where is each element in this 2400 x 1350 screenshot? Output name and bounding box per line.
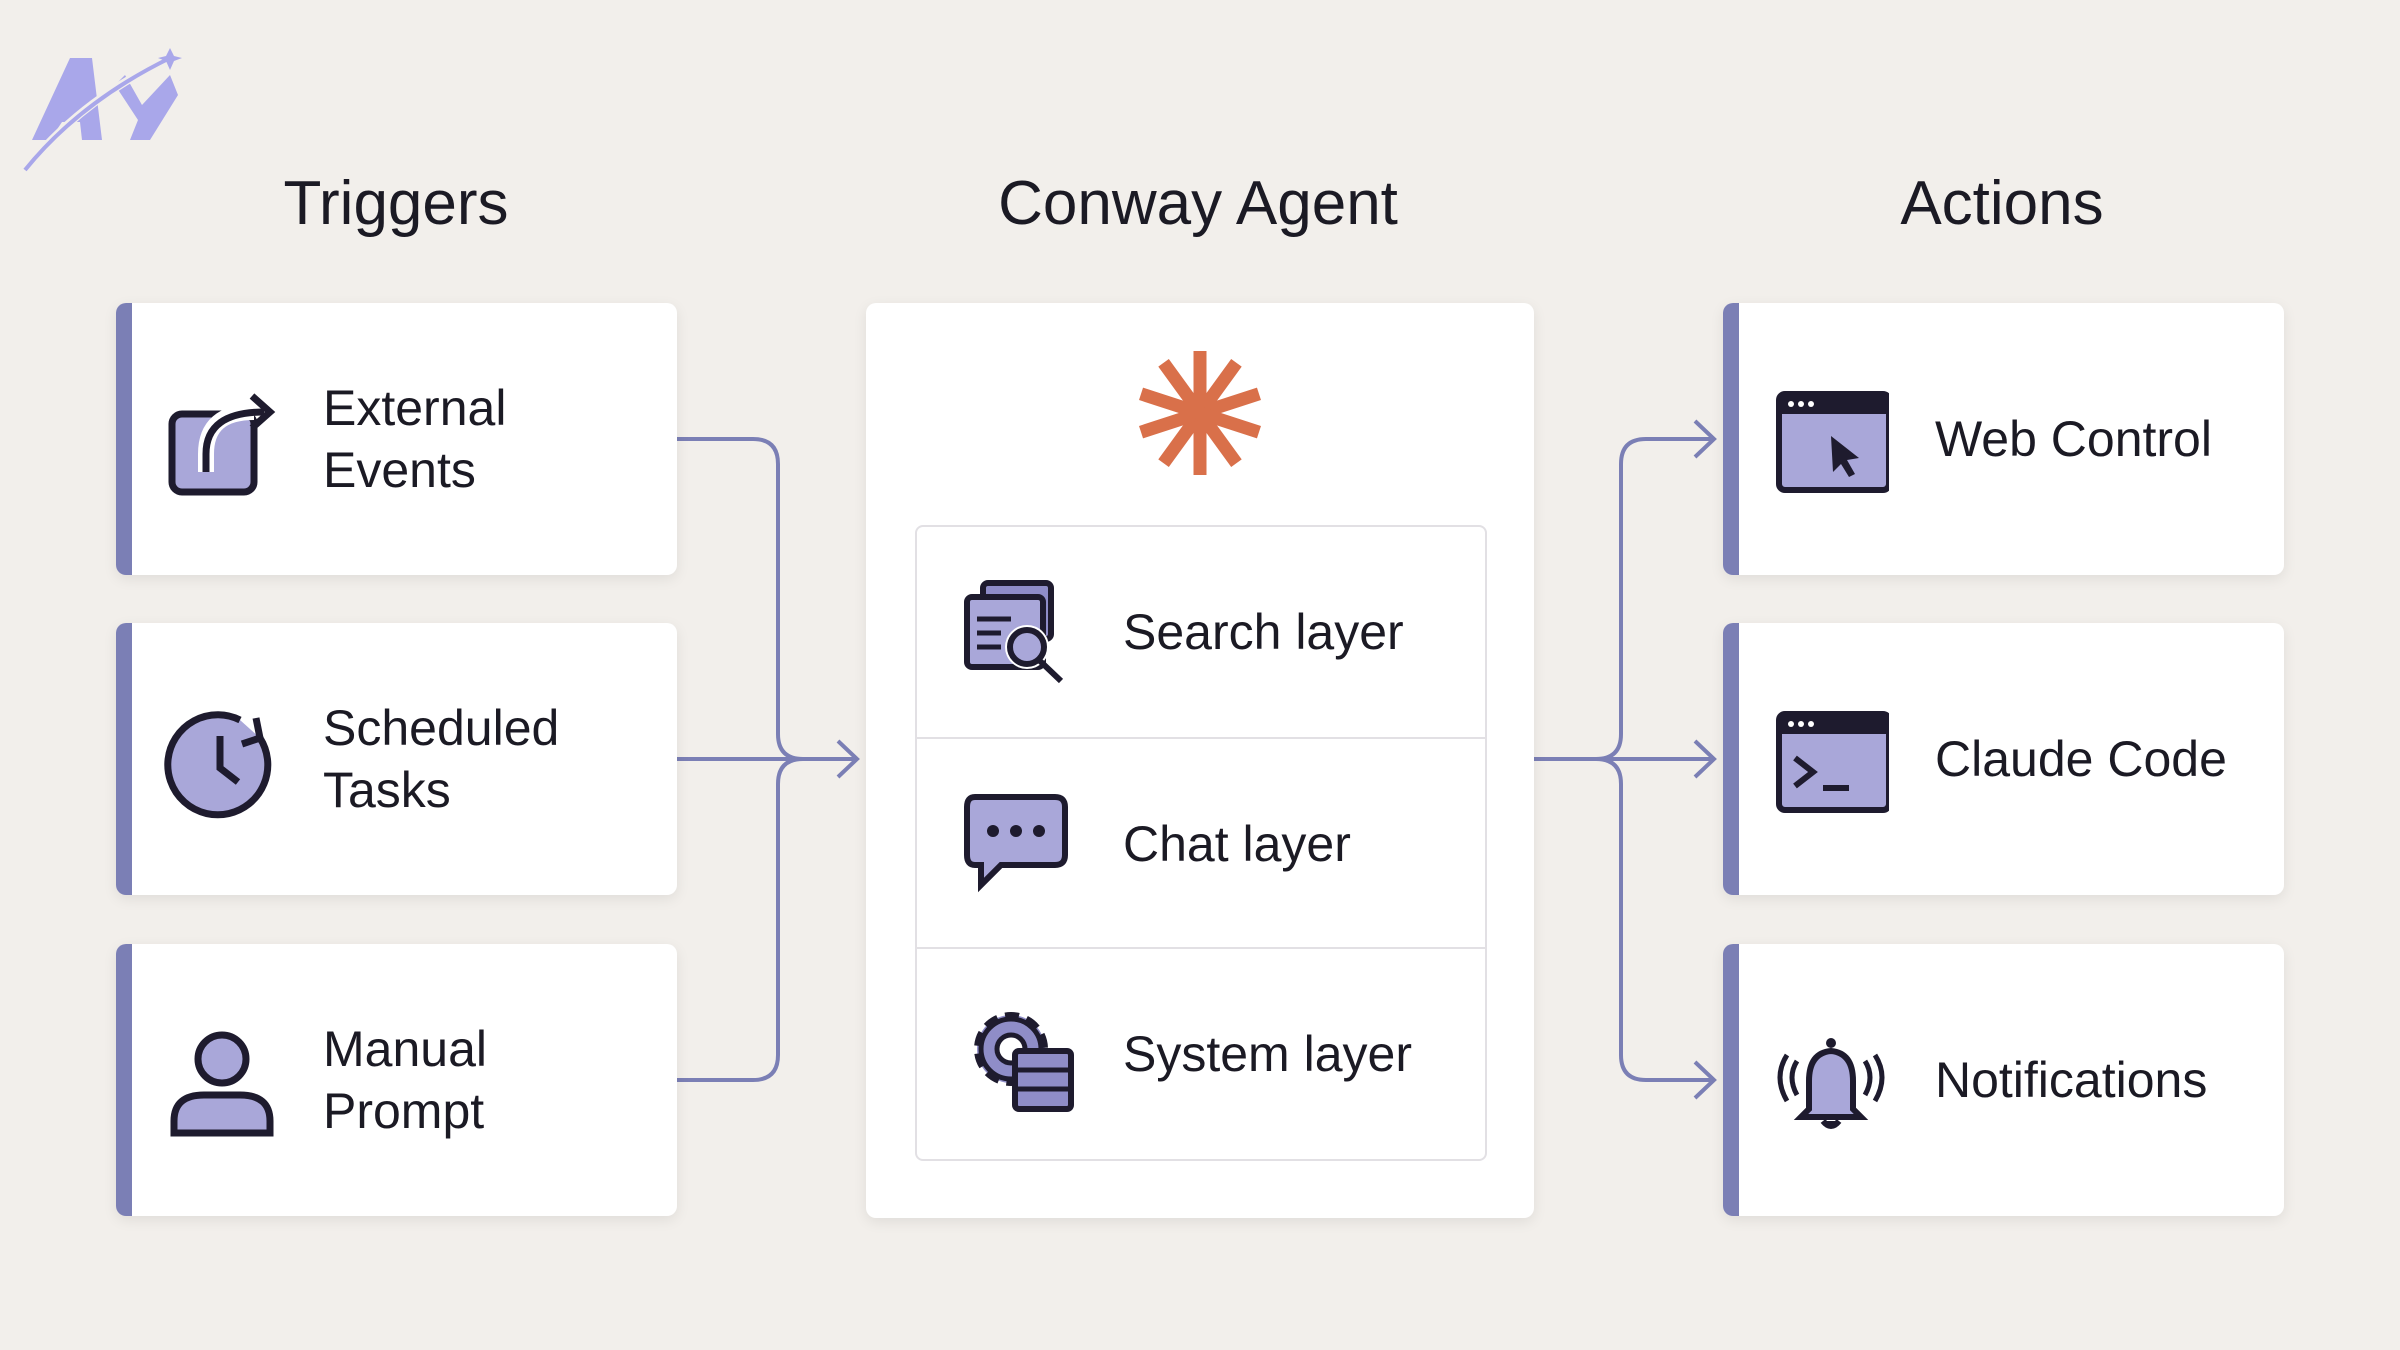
agent-layers: Search layer Chat layer System layer — [915, 525, 1487, 1161]
layer-chat[interactable]: Chat layer — [917, 737, 1485, 949]
brand-logo — [21, 48, 182, 173]
trigger-label: Scheduled Tasks — [323, 700, 560, 818]
browser-cursor-icon — [1776, 391, 1889, 493]
external-share-icon — [168, 393, 276, 496]
arrowhead-web-control — [1693, 419, 1717, 459]
arrowhead-notifications — [1693, 1060, 1717, 1100]
layer-system[interactable]: System layer — [917, 947, 1485, 1159]
terminal-icon — [1776, 711, 1889, 813]
actions-title: Actions — [1900, 169, 2104, 238]
layer-label: Search layer — [1123, 604, 1404, 660]
user-icon — [170, 1031, 274, 1137]
trigger-card-external-events[interactable]: External Events — [116, 303, 677, 575]
trigger-card-scheduled-tasks[interactable]: Scheduled Tasks — [116, 623, 677, 895]
action-card-web-control[interactable]: Web Control — [1723, 303, 2284, 575]
agent-title: Conway Agent — [998, 169, 1398, 238]
connector-web-control — [1534, 437, 1714, 761]
action-label: Web Control — [1935, 411, 2212, 467]
connector-external-events — [677, 437, 804, 761]
action-card-notifications[interactable]: Notifications — [1723, 944, 2284, 1216]
chat-bubble-icon — [964, 794, 1068, 893]
action-label: Claude Code — [1935, 731, 2227, 787]
layer-search[interactable]: Search layer — [917, 527, 1485, 737]
trigger-card-manual-prompt[interactable]: Manual Prompt — [116, 944, 677, 1216]
layer-label: System layer — [1123, 1026, 1412, 1082]
gear-server-icon — [974, 1012, 1074, 1112]
connector-manual-prompt — [677, 757, 804, 1082]
asterisk-icon — [1139, 351, 1261, 475]
search-documents-icon — [964, 580, 1064, 684]
layer-label: Chat layer — [1123, 816, 1351, 872]
action-card-claude-code[interactable]: Claude Code — [1723, 623, 2284, 895]
arrowhead-claude-code — [1693, 739, 1717, 779]
trigger-label: External Events — [323, 380, 507, 498]
triggers-title: Triggers — [283, 169, 509, 238]
conway-agent-card: Search layer Chat layer System layer — [866, 303, 1534, 1218]
bell-icon — [1777, 1038, 1885, 1129]
connector-notifications — [1595, 757, 1714, 1082]
clock-icon — [164, 711, 272, 819]
trigger-label: Manual Prompt — [323, 1021, 487, 1139]
arrowhead-agent — [836, 739, 860, 779]
action-label: Notifications — [1935, 1052, 2208, 1108]
